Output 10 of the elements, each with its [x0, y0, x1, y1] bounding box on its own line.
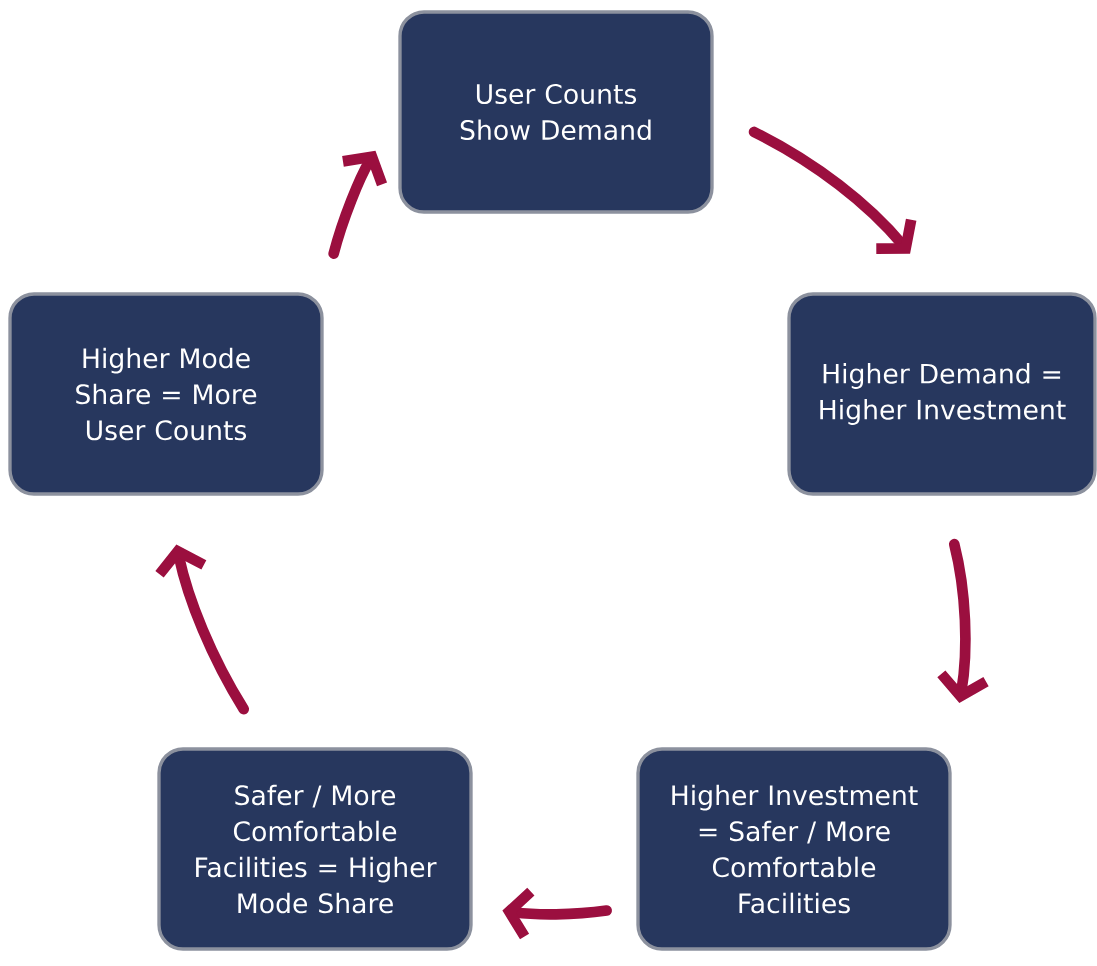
arrow — [748, 126, 917, 254]
arrow — [502, 887, 612, 940]
process-box: Higher Demand = Higher Investment — [787, 292, 1097, 496]
arrow — [155, 544, 250, 715]
arrow — [937, 538, 989, 703]
process-box: Higher Mode Share = More User Counts — [8, 292, 324, 496]
process-box: Higher Investment = Safer / More Comfortable Facilities — [636, 747, 952, 951]
process-box: Safer / More Comfortable Facilities = Higher Mode Share — [157, 747, 473, 951]
arrow — [328, 150, 388, 259]
process-box: User Counts Show Demand — [398, 10, 714, 214]
